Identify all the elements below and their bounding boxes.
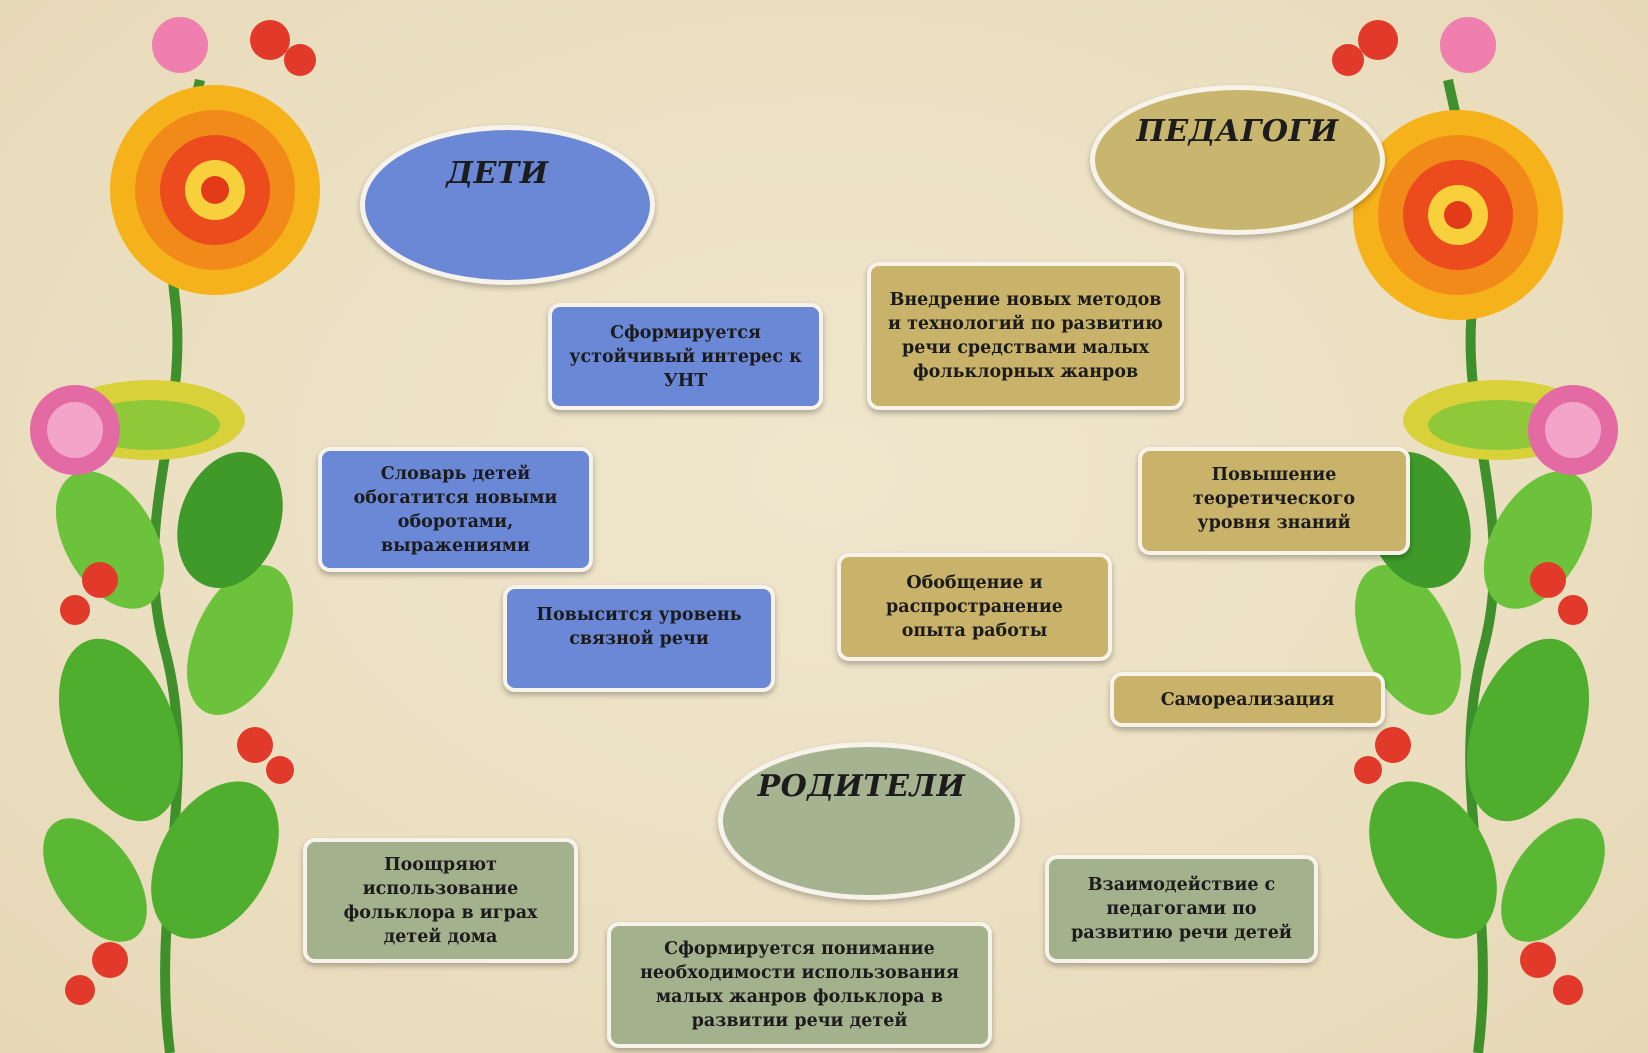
parents-item-interaction: Взаимодействие с педагогами по развитию …	[1045, 855, 1318, 963]
teachers-item-self-realization: Самореализация	[1110, 672, 1385, 727]
parents-item-encourage-folklore: Поощряют использование фольклора в играх…	[303, 838, 578, 963]
right-flower-border-illustration	[1332, 17, 1618, 1053]
teachers-item-theory-level: Повышение теоретического уровня знаний	[1138, 447, 1410, 555]
parents-title: РОДИТЕЛИ	[757, 769, 966, 804]
teachers-title: ПЕДАГОГИ	[1136, 114, 1339, 149]
parents-title-ellipse: РОДИТЕЛИ	[718, 742, 1020, 900]
teachers-item-new-methods: Внедрение новых методов и технологий по …	[867, 262, 1184, 410]
teachers-item-experience: Обобщение и распространение опыта работы	[837, 553, 1112, 661]
children-title: ДЕТИ	[446, 156, 549, 191]
children-item-vocabulary: Словарь детей обогатится новыми оборотам…	[318, 447, 593, 572]
children-title-ellipse: ДЕТИ	[360, 125, 655, 285]
left-flower-border-illustration	[30, 17, 320, 1053]
children-item-speech-level: Повысится уровень связной речи	[503, 585, 775, 692]
teachers-title-ellipse: ПЕДАГОГИ	[1090, 85, 1385, 235]
children-item-interest: Сформируется устойчивый интерес к УНТ	[548, 303, 823, 410]
parents-item-understanding: Сформируется понимание необходимости исп…	[607, 922, 992, 1048]
